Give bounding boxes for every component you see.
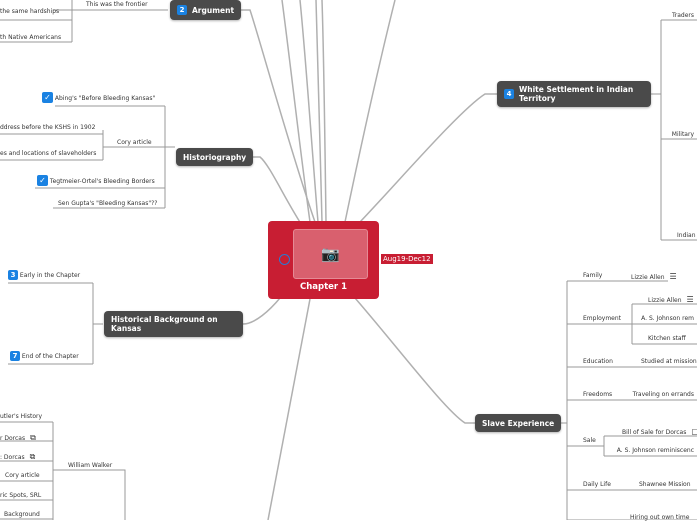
subtopic[interactable]: th Native Americans — [0, 34, 62, 41]
subtopic[interactable]: 3 Early in the Chapter — [8, 270, 80, 280]
subtopic[interactable]: ✓ Abing's "Before Bleeding Kansas" — [42, 92, 155, 103]
subtopic[interactable]: Lizzie Allen☰ — [631, 272, 677, 281]
subtopic[interactable]: Shawnee Mission — [639, 481, 691, 488]
number-badge-icon: 7 — [10, 351, 20, 361]
subtopic[interactable]: Studied at mission — [641, 358, 697, 365]
central-topic-title: Chapter 1 — [299, 282, 347, 292]
subtopic[interactable]: Cory article — [5, 472, 40, 479]
subtopic[interactable]: Lizzie Allen☰ — [648, 295, 694, 304]
branch-employment[interactable]: Employment — [583, 315, 622, 322]
external-link-icon[interactable]: ⧉ — [29, 452, 36, 461]
loading-spinner-icon — [279, 254, 290, 265]
subtopic[interactable]: Bill of Sale for Dorcas▢ — [622, 427, 697, 436]
checkbox-checked-icon[interactable]: ✓ — [42, 92, 53, 103]
topic-historical-background[interactable]: Historical Background on Kansas — [104, 311, 243, 337]
topic-white-settlement[interactable]: 4 White Settlement in Indian Territory — [497, 81, 651, 107]
topic-historiography[interactable]: Historiography — [176, 148, 254, 166]
subtopic-william-walker[interactable]: William Walker — [68, 462, 113, 469]
subtopic[interactable]: Kitchen staff — [648, 335, 686, 342]
subtopic[interactable]: Military — [671, 131, 694, 138]
topic-label: Historical Background on Kansas — [111, 315, 218, 333]
number-badge-icon: 2 — [177, 5, 187, 15]
branch-education[interactable]: Education — [583, 358, 613, 365]
topic-label: White Settlement in Indian Territory — [519, 85, 634, 103]
subtopic[interactable]: utler's History — [0, 413, 43, 420]
branch-freedoms[interactable]: Freedoms — [583, 391, 613, 398]
attachment-icon[interactable]: ▢ — [691, 427, 697, 436]
subtopic[interactable]: ✓ Tegtmeier-Ortel's Bleeding Borders — [37, 175, 155, 186]
number-badge-icon: 3 — [8, 270, 18, 280]
subtopic[interactable]: r Dorcas⧉ — [0, 433, 36, 442]
external-link-icon[interactable]: ⧉ — [30, 433, 36, 442]
checkbox-checked-icon[interactable]: ✓ — [37, 175, 48, 186]
topic-label: Historiography — [183, 152, 247, 162]
topic-label: Slave Experience — [482, 418, 555, 428]
notes-icon[interactable]: ☰ — [686, 295, 694, 304]
subtopic[interactable]: Traders — [671, 12, 694, 19]
topic-slave-experience[interactable]: Slave Experience — [475, 414, 562, 432]
subtopic[interactable]: the same hardships — [0, 8, 60, 15]
branch-daily-life[interactable]: Daily Life — [583, 481, 611, 488]
subtopic[interactable]: A. S. Johnson reminiscenc — [616, 447, 694, 454]
subtopic[interactable]: A. S. Johnson rem — [641, 315, 694, 322]
subtopic[interactable]: This was the frontier — [86, 1, 148, 8]
branch-sale[interactable]: Sale — [583, 437, 596, 444]
subtopic[interactable]: : Dorcas⧉ — [0, 452, 36, 461]
subtopic[interactable]: Cory article — [117, 139, 152, 146]
number-badge-icon: 4 — [504, 89, 514, 99]
topic-label: Argument — [192, 5, 235, 15]
subtopic[interactable]: Traveling on errands — [632, 391, 694, 398]
camera-icon[interactable]: 📷 — [293, 229, 368, 279]
subtopic[interactable]: ddress before the KSHS in 1902 — [0, 124, 96, 131]
topic-argument[interactable]: 2 Argument — [170, 0, 242, 20]
date-label: Aug19-Dec12 — [381, 254, 433, 264]
subtopic[interactable]: Hiring out own time — [630, 514, 690, 521]
subtopic[interactable]: Sen Gupta's "Bleeding Kansas"?? — [58, 200, 158, 207]
notes-icon[interactable]: ☰ — [669, 272, 677, 281]
subtopic[interactable]: Indian — [677, 232, 696, 239]
central-topic[interactable]: 📷 Chapter 1 — [268, 221, 379, 299]
subtopic[interactable]: Background — [4, 511, 40, 518]
subtopic[interactable]: 7 End of the Chapter — [10, 351, 79, 361]
branch-family[interactable]: Family — [583, 272, 603, 279]
subtopic[interactable]: ric Spots, SRL — [0, 492, 42, 499]
subtopic[interactable]: es and locations of slaveholders — [0, 150, 97, 157]
